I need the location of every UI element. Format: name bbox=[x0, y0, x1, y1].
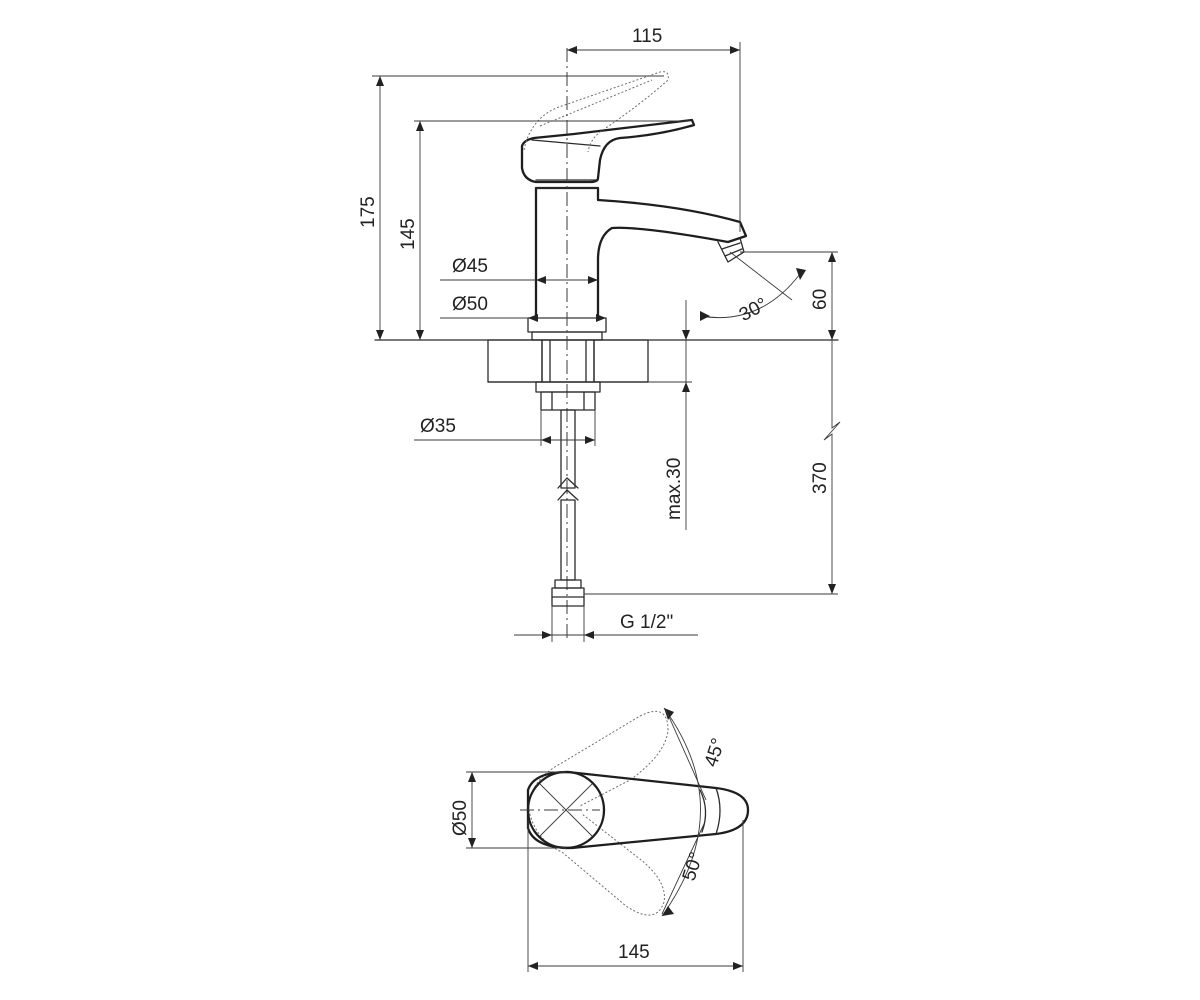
base-diameter-label: Ø50 bbox=[452, 294, 488, 315]
spout-angle-dim: 30° bbox=[699, 251, 806, 326]
top-body-diameter-dim: Ø50 bbox=[450, 771, 566, 849]
base-diameter-dim: Ø50 bbox=[440, 294, 606, 322]
threaded-shank bbox=[541, 339, 595, 383]
countertop-section bbox=[487, 339, 649, 383]
hose-length-label: 370 bbox=[810, 462, 831, 494]
handle-angle-right-label: 50° bbox=[679, 850, 708, 884]
top-view: 45° 50° Ø50 145 bbox=[450, 707, 750, 972]
shank-diameter-dim: Ø35 bbox=[414, 410, 596, 446]
spout-height-dim: 60 bbox=[740, 251, 838, 340]
hose-length-dim: 370 bbox=[584, 340, 841, 595]
top-width-dim: 115 bbox=[567, 26, 741, 232]
thread-dim: G 1/2" bbox=[514, 606, 698, 642]
body-height-label: 145 bbox=[398, 218, 419, 250]
spout-height-label: 60 bbox=[810, 289, 831, 310]
side-view: 30° 115 175 145 bbox=[358, 26, 841, 642]
faucet-body bbox=[534, 179, 748, 320]
handle-angle-left-label: 45° bbox=[701, 736, 730, 770]
top-length-label: 145 bbox=[618, 942, 650, 963]
thread-label: G 1/2" bbox=[620, 612, 673, 633]
handle-rotated-ghost-right bbox=[527, 805, 665, 916]
spout-angle-label: 30° bbox=[736, 294, 771, 326]
lever-handle bbox=[520, 118, 696, 184]
top-body-diameter-label: Ø50 bbox=[450, 800, 471, 836]
lever-raised-ghost bbox=[523, 71, 669, 153]
total-height-label: 175 bbox=[358, 196, 379, 228]
max-thickness-label: max.30 bbox=[664, 458, 685, 520]
shank-diameter-label: Ø35 bbox=[420, 416, 456, 437]
supply-hose bbox=[535, 381, 601, 607]
spout-diameter-label: Ø45 bbox=[452, 256, 488, 277]
body-height-dim: 145 bbox=[398, 120, 690, 340]
spout-diameter-dim: Ø45 bbox=[440, 256, 598, 284]
top-width-label: 115 bbox=[632, 26, 662, 47]
max-thickness-dim: max.30 bbox=[648, 300, 692, 530]
handle-top bbox=[526, 770, 750, 850]
total-height-dim: 175 bbox=[358, 75, 664, 340]
top-center-diag-2 bbox=[539, 783, 593, 837]
handle-rotated-ghost-left bbox=[527, 710, 669, 811]
top-length-dim: 145 bbox=[527, 820, 744, 972]
